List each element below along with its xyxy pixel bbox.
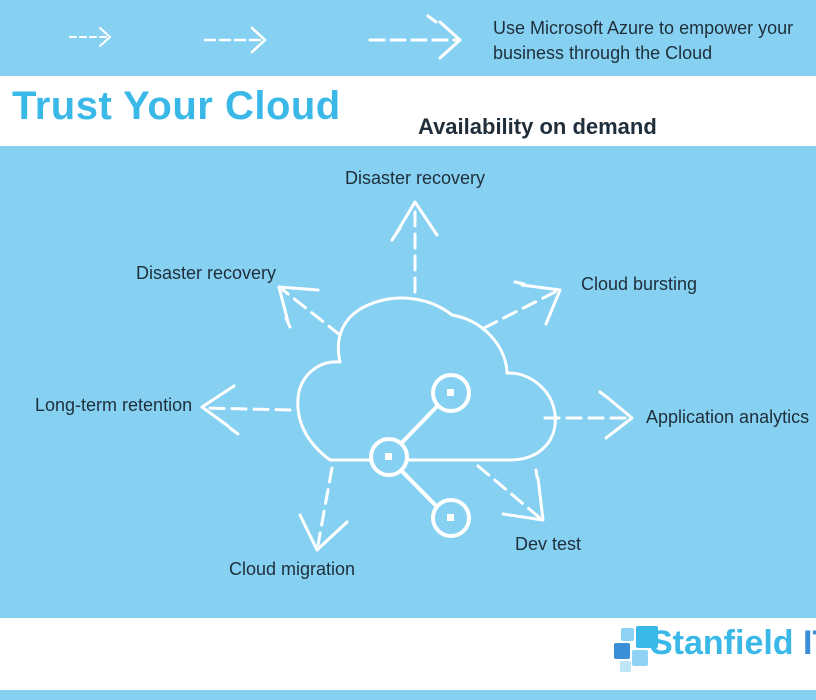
header-arrow-medium-icon [203,26,267,54]
page-subtitle: Availability on demand [418,114,657,139]
header-arrow-small-icon [69,27,111,47]
share-icon [369,373,471,538]
title-band [0,76,816,146]
label-cloud-bursting: Cloud bursting [581,274,698,294]
arrow-right-icon [543,390,634,440]
brand-name: Stanfield [650,624,794,662]
header-band [0,0,816,76]
diagram-band [0,146,816,618]
cloud-icon [296,296,557,462]
label-disaster-recovery-top: Disaster recovery [345,168,486,188]
label-application-analytics: Application analytics [646,407,810,427]
label-disaster-recovery-left: Disaster recovery [136,263,277,283]
footer-band [0,618,816,690]
arrow-left-icon [200,384,292,436]
brand-suffix: IT [803,624,816,662]
header-tagline: Use Microsoft Azure to empower your busi… [493,18,794,63]
arrow-upper-left-icon [277,285,342,337]
brand-wordmark: Stanfield IT [650,624,816,663]
arrow-upper-right-icon [482,280,562,330]
header-arrow-large-icon [368,14,462,60]
arrow-down-left-icon [298,466,349,552]
arrow-lower-right-icon [476,464,545,522]
label-cloud-migration: Cloud migration [229,559,356,579]
brand-logo: Stanfield IT [614,622,816,678]
arrow-up-icon [390,200,439,294]
label-long-term-retention: Long-term retention [35,395,193,415]
label-dev-test: Dev test [515,534,582,554]
stanfield-squares-logo [614,626,658,672]
page-title: Trust Your Cloud [12,84,341,128]
bottom-strip [0,690,816,700]
